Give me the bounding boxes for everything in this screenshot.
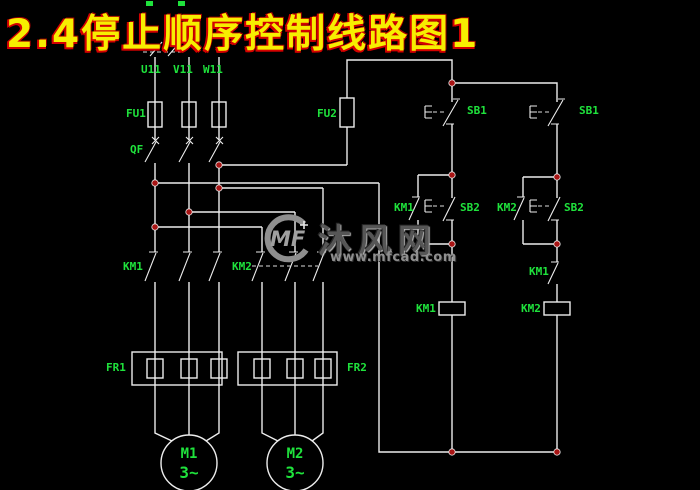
start-button-left-label: SB2 bbox=[460, 201, 480, 214]
motor-m1-phase: 3~ bbox=[179, 463, 199, 482]
watermark-site-name: 沐风网 bbox=[318, 221, 438, 260]
fuse-fu1-label: FU1 bbox=[126, 107, 146, 120]
phase-label-u11: U11 bbox=[141, 63, 161, 76]
stop-button-left-label: SB1 bbox=[467, 104, 487, 117]
stop-button-left-symbol bbox=[424, 98, 460, 127]
km2-aux-label: KM2 bbox=[497, 201, 517, 214]
motor-m2-phase: 3~ bbox=[285, 463, 305, 482]
start-button-right-label: SB2 bbox=[564, 201, 584, 214]
svg-text:MF: MF bbox=[270, 227, 306, 251]
fr1-label: FR1 bbox=[106, 361, 126, 374]
start-button-right-symbol bbox=[529, 196, 561, 222]
breaker-qf-symbol bbox=[144, 136, 224, 163]
km2-coil-symbol bbox=[543, 301, 571, 316]
stop-button-right-label: SB1 bbox=[579, 104, 599, 117]
fuse-fu2-label: FU2 bbox=[317, 107, 337, 120]
motor-m1-name: M1 bbox=[180, 446, 198, 462]
watermark: MF 沐风网 www.mfcad.com bbox=[258, 208, 456, 272]
km2-aux-contact-symbol bbox=[513, 196, 525, 221]
phase-feeder-wires bbox=[154, 57, 220, 442]
breaker-qf-label: QF bbox=[130, 143, 144, 156]
tap-wires bbox=[155, 164, 379, 228]
phase-label-w11: W11 bbox=[203, 63, 223, 76]
stop-button-right-symbol bbox=[529, 98, 565, 127]
control-circuit-wires bbox=[339, 59, 558, 453]
phase-label-v11: V11 bbox=[173, 63, 193, 76]
thermal-relay-fr2-symbol bbox=[237, 351, 338, 386]
page-title: 2.4停止顺序控制线路图1 bbox=[6, 12, 480, 57]
motor-m2-symbol bbox=[266, 434, 324, 490]
km1-coil-label: KM1 bbox=[416, 302, 436, 315]
km1-main-label: KM1 bbox=[123, 260, 143, 273]
watermark-site-url: www.mfcad.com bbox=[330, 250, 457, 265]
fuse-fu1-symbol bbox=[147, 101, 227, 128]
motor-m1-symbol bbox=[160, 434, 218, 490]
km2-coil-label: KM2 bbox=[521, 302, 541, 315]
motor-m2-name: M2 bbox=[286, 446, 304, 462]
fr2-label: FR2 bbox=[347, 361, 367, 374]
title-artifact bbox=[127, 1, 185, 57]
watermark-logo-icon: MF bbox=[264, 214, 309, 263]
junction-dots bbox=[151, 79, 561, 456]
start-button-left-symbol bbox=[424, 196, 456, 222]
contactor-km1-main-contacts bbox=[144, 251, 222, 282]
km1-aux-label: KM1 bbox=[394, 201, 414, 214]
km2-main-label: KM2 bbox=[232, 260, 252, 273]
km1-interlock-label: KM1 bbox=[529, 265, 549, 278]
thermal-relay-fr1-symbol bbox=[131, 351, 228, 386]
km1-interlock-contact-symbol bbox=[547, 261, 559, 285]
km1-aux-contact-symbol bbox=[408, 196, 420, 221]
km1-coil-symbol bbox=[438, 301, 466, 316]
